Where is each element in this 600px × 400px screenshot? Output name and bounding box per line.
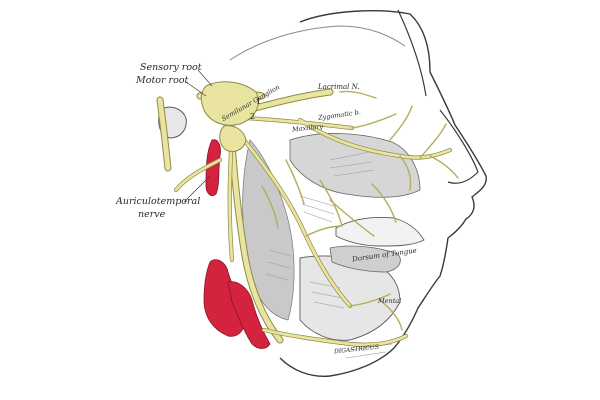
internal-maxillary-artery <box>203 259 245 337</box>
semilunar-ganglion <box>200 81 259 126</box>
middle-meningeal-artery <box>205 139 221 196</box>
infraorbital-nerve <box>298 118 452 159</box>
nerves <box>156 88 459 347</box>
label-number-2: 2 <box>250 112 256 121</box>
nose-outline <box>439 109 479 184</box>
auriculotemporal-nerve <box>174 158 222 192</box>
masseter-shading <box>242 139 295 321</box>
face-profile-outline <box>279 10 487 377</box>
carotid-branch-artery <box>227 281 271 349</box>
forehead-curve <box>397 9 427 97</box>
mylohyoid-nerve <box>262 328 408 347</box>
label-auriculotemporal: Auriculotemporal <box>116 196 201 207</box>
arteries <box>203 139 271 349</box>
label-mental: Mental <box>378 297 402 305</box>
leader-lines <box>183 69 213 203</box>
label-number-1: 1 <box>256 97 262 106</box>
maxilla-shading <box>289 133 421 198</box>
label-motor-root: Motor root <box>136 75 189 86</box>
skull-top-line <box>229 25 406 61</box>
maxillary-nerve <box>244 116 354 130</box>
label-sensory-root: Sensory root <box>140 62 202 73</box>
label-lacrimal: Lacrimal N. <box>318 83 360 91</box>
upper-teeth <box>335 217 425 247</box>
label-auriculotemporal-nerve: nerve <box>138 209 166 220</box>
otic-ganglion <box>219 125 247 153</box>
tongue-surface <box>329 245 401 273</box>
facial-nerve-hook <box>157 97 171 171</box>
